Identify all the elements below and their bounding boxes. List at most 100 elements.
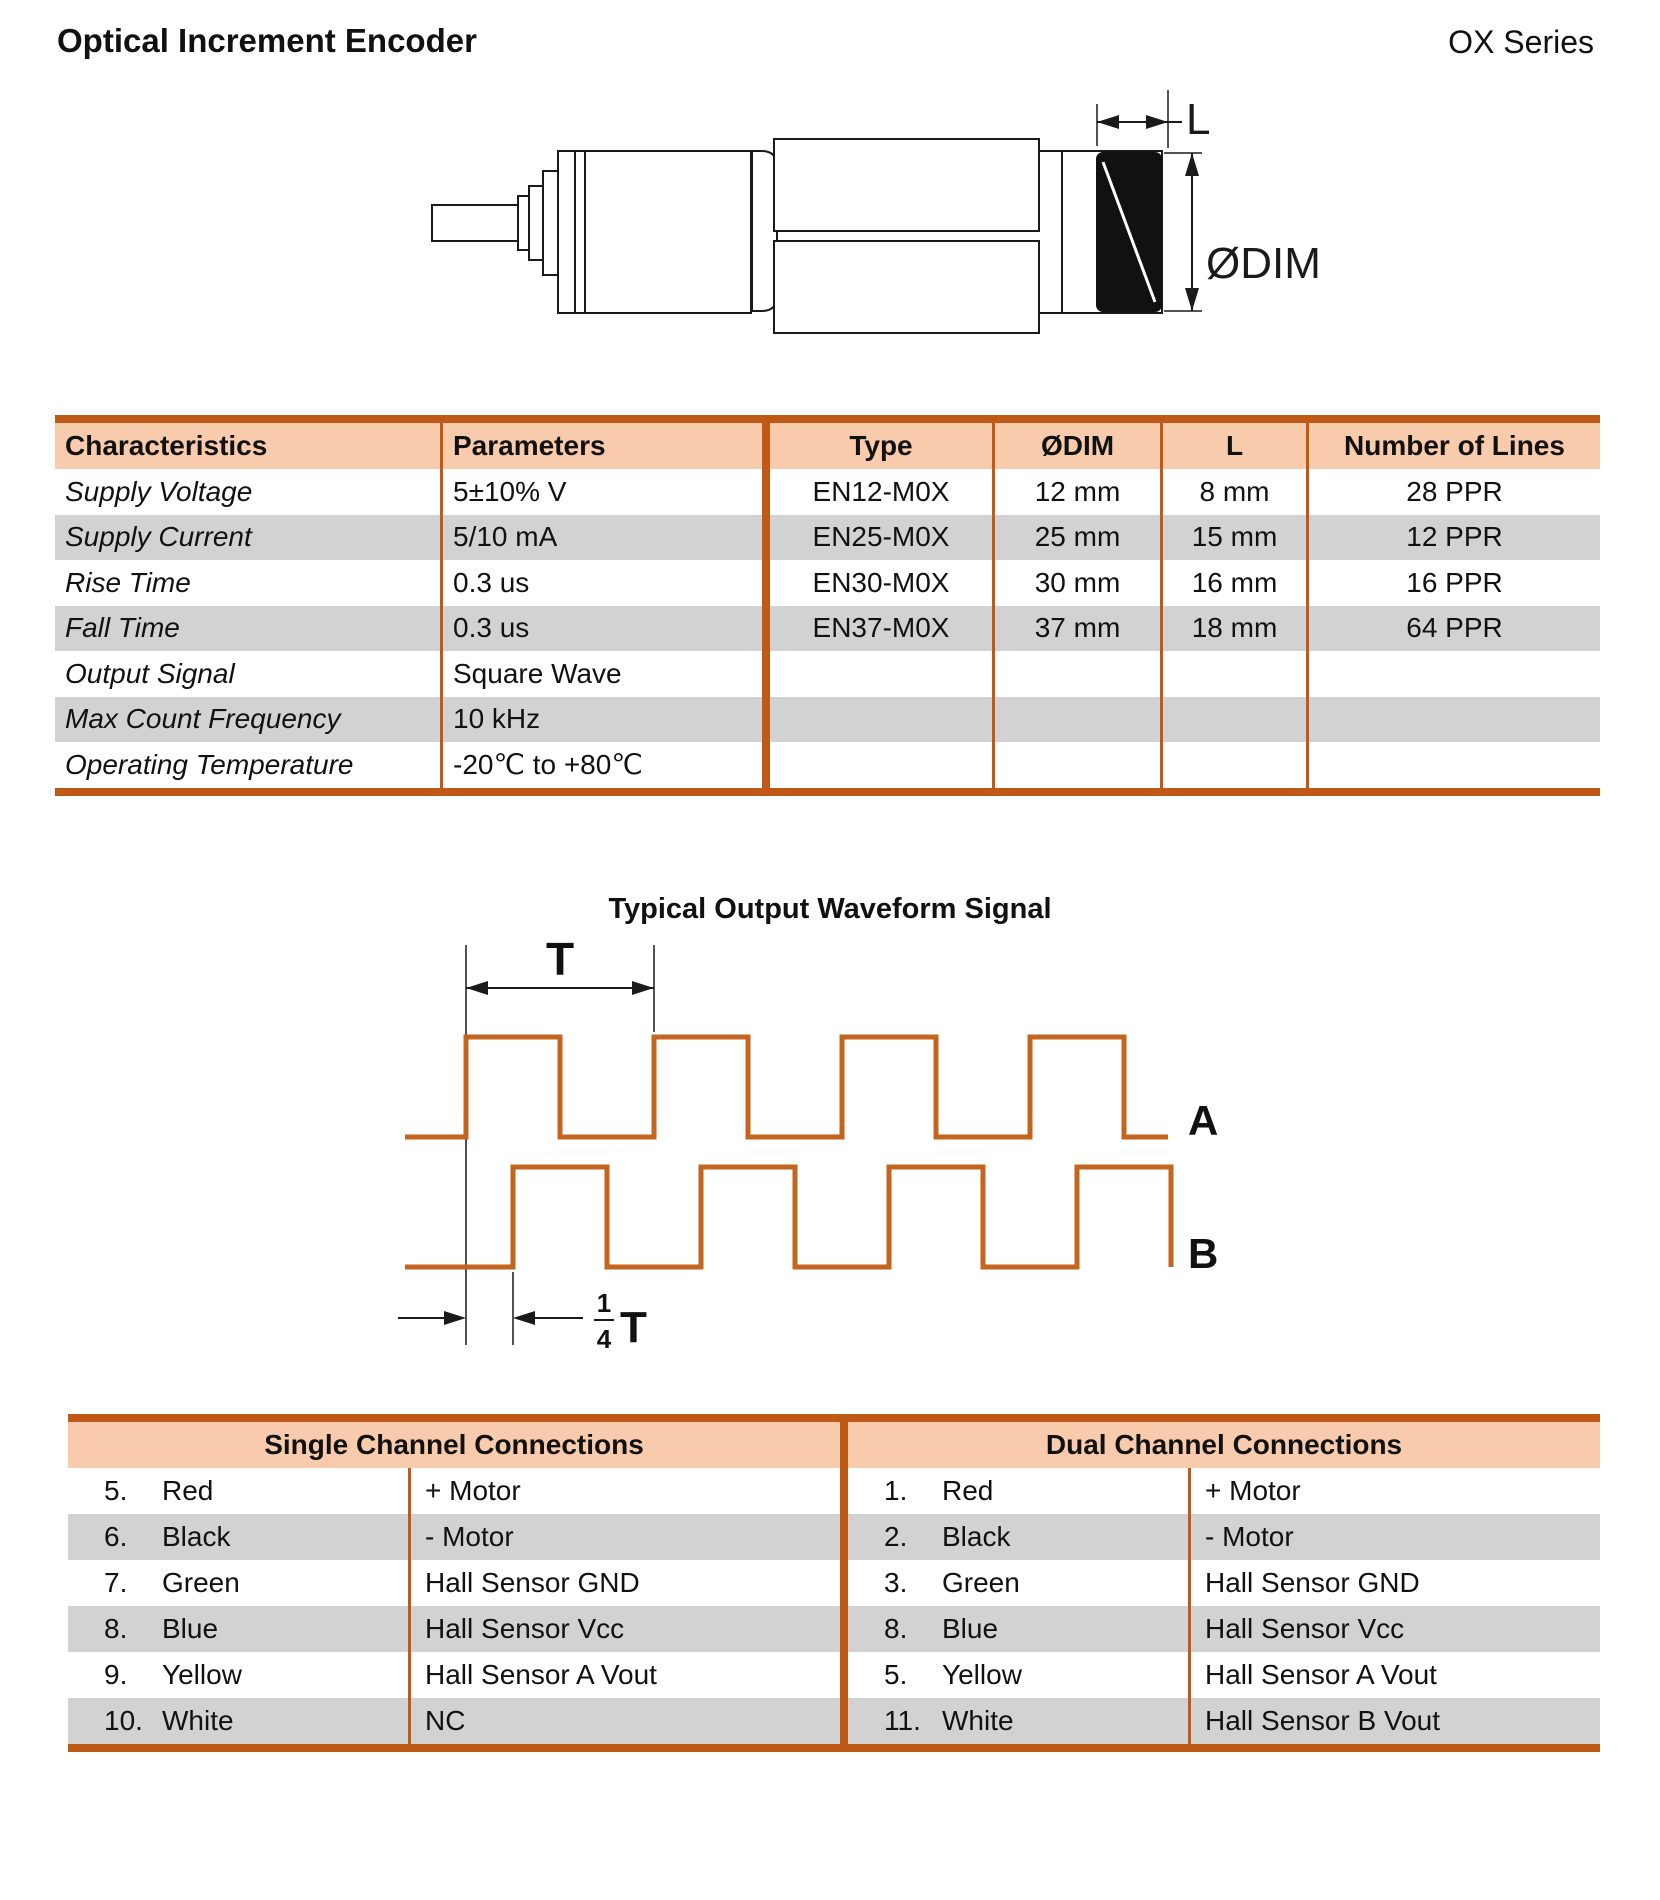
odim-cell: 30 mm [992,560,1160,606]
function-cell: Hall Sensor Vcc [408,1606,840,1652]
single-channel-header: Single Channel Connections [68,1422,840,1468]
lines-cell: 64 PPR [1306,605,1600,651]
odim-cell: 25 mm [992,514,1160,560]
l-cell: 8 mm [1160,469,1306,515]
wire-color: Red [942,1475,994,1506]
spec-characteristic: Max Count Frequency [55,696,440,742]
motor-body-top [773,138,1040,232]
col-header-parameters: Parameters [440,423,762,469]
col-header-number-of-lines: Number of Lines [1306,423,1600,469]
pin-number: 1. [884,1475,908,1506]
motor-body-bottom [773,240,1040,334]
function-cell: Hall Sensor A Vout [1188,1652,1600,1698]
encoder-technical-drawing: L ØDIM [431,90,1321,334]
type-cell [770,696,992,742]
function-cell: + Motor [408,1468,840,1514]
pin-number: 8. [104,1613,128,1644]
col-header-characteristics: Characteristics [55,423,440,469]
odim-cell [992,742,1160,788]
quarter-period-label: T [620,1303,647,1352]
spec-parameter: 10 kHz [440,696,762,742]
lines-cell [1306,742,1600,788]
wire-color: Yellow [942,1659,1022,1690]
lines-cell [1306,651,1600,697]
type-cell: EN12-M0X [812,475,950,507]
length-dimension: L [1096,90,1210,148]
quarter-denominator: 4 [597,1324,612,1354]
page-title: Optical Increment Encoder [57,22,477,59]
function-cell: NC [408,1698,840,1744]
col-header-l: L [1160,423,1306,469]
lines-cell: 12 PPR [1306,514,1600,560]
l-cell [1160,742,1306,788]
diameter-dimension: ØDIM [1164,152,1321,312]
function-cell: Hall Sensor Vcc [1188,1606,1600,1652]
function-cell: + Motor [1188,1468,1600,1514]
wire-cell: 5. Yellow [848,1652,1188,1698]
output-waveform-diagram: T A B 1 4 T [398,933,1218,1354]
lines-cell [1306,696,1600,742]
l-cell: 15 mm [1160,514,1306,560]
wire-cell: 11. White [848,1698,1188,1744]
function-cell: Hall Sensor GND [1188,1560,1600,1606]
type-cell [770,651,992,697]
wire-color: Black [942,1521,1011,1552]
wire-cell: 7.Green [68,1560,408,1606]
spec-characteristic: Rise Time [65,566,191,598]
spec-parameter: 5±10% V [440,469,762,515]
pin-number: 10. [104,1705,143,1736]
encoder-disc [1096,152,1162,312]
spec-parameter: -20℃ to +80℃ [440,742,762,788]
odim-cell: 37 mm [992,605,1160,651]
pin-number: 6. [104,1521,128,1552]
table-divider [762,423,770,788]
quarter-period-dimension: 1 4 T [398,1272,647,1354]
dual-channel-header: Dual Channel Connections [848,1422,1600,1468]
wire-color: Red [162,1475,214,1506]
wire-color: White [162,1705,234,1736]
function-cell: - Motor [1188,1514,1600,1560]
channel-b-label: B [1188,1230,1218,1277]
diameter-dim-label: ØDIM [1206,239,1321,288]
type-cell: EN30-M0X [812,566,950,598]
waveform-title: Typical Output Waveform Signal [608,893,1052,925]
quarter-numerator: 1 [597,1288,611,1318]
l-cell [1160,651,1306,697]
l-cell: 18 mm [1160,605,1306,651]
wire-cell: 10. White [68,1698,408,1744]
function-cell: Hall Sensor A Vout [408,1652,840,1698]
channel-b-wave [405,1164,1174,1270]
spec-parameter: 0.3 us [440,605,762,651]
function-cell: Hall Sensor GND [408,1560,840,1606]
spec-parameter: 0.3 us [440,560,762,606]
table-divider [840,1422,848,1744]
spec-characteristic: Supply Voltage [65,475,253,507]
lines-cell: 28 PPR [1306,469,1600,515]
period-label: T [546,933,574,985]
channel-a-wave [405,1034,1168,1140]
wire-cell: 8.Blue [848,1606,1188,1652]
wire-color: White [942,1705,1014,1736]
wire-color: Green [162,1567,240,1598]
odim-cell [992,696,1160,742]
col-header-odim: ØDIM [992,423,1160,469]
pin-number: 8. [884,1613,908,1644]
l-cell: 16 mm [1160,560,1306,606]
wire-color: Blue [162,1613,219,1644]
wire-color: Green [942,1567,1020,1598]
period-dimension: T [465,933,655,1345]
pin-number: 5. [884,1659,908,1690]
length-dim-label: L [1186,95,1210,144]
col-header-type: Type [770,423,992,469]
wire-color: Black [162,1521,231,1552]
pin-number: 11. [884,1705,921,1736]
spec-characteristic: Operating Temperature [65,748,354,780]
spec-characteristic: Supply Current [55,514,440,560]
shaft [431,204,519,242]
pin-number: 2. [884,1521,908,1552]
series-label: OX Series [1448,24,1594,60]
gearbox-body [557,150,752,314]
wire-cell: 2. Black [848,1514,1188,1560]
spec-parameter: 5/10 mA [440,514,762,560]
pin-number: 5. [104,1475,128,1506]
